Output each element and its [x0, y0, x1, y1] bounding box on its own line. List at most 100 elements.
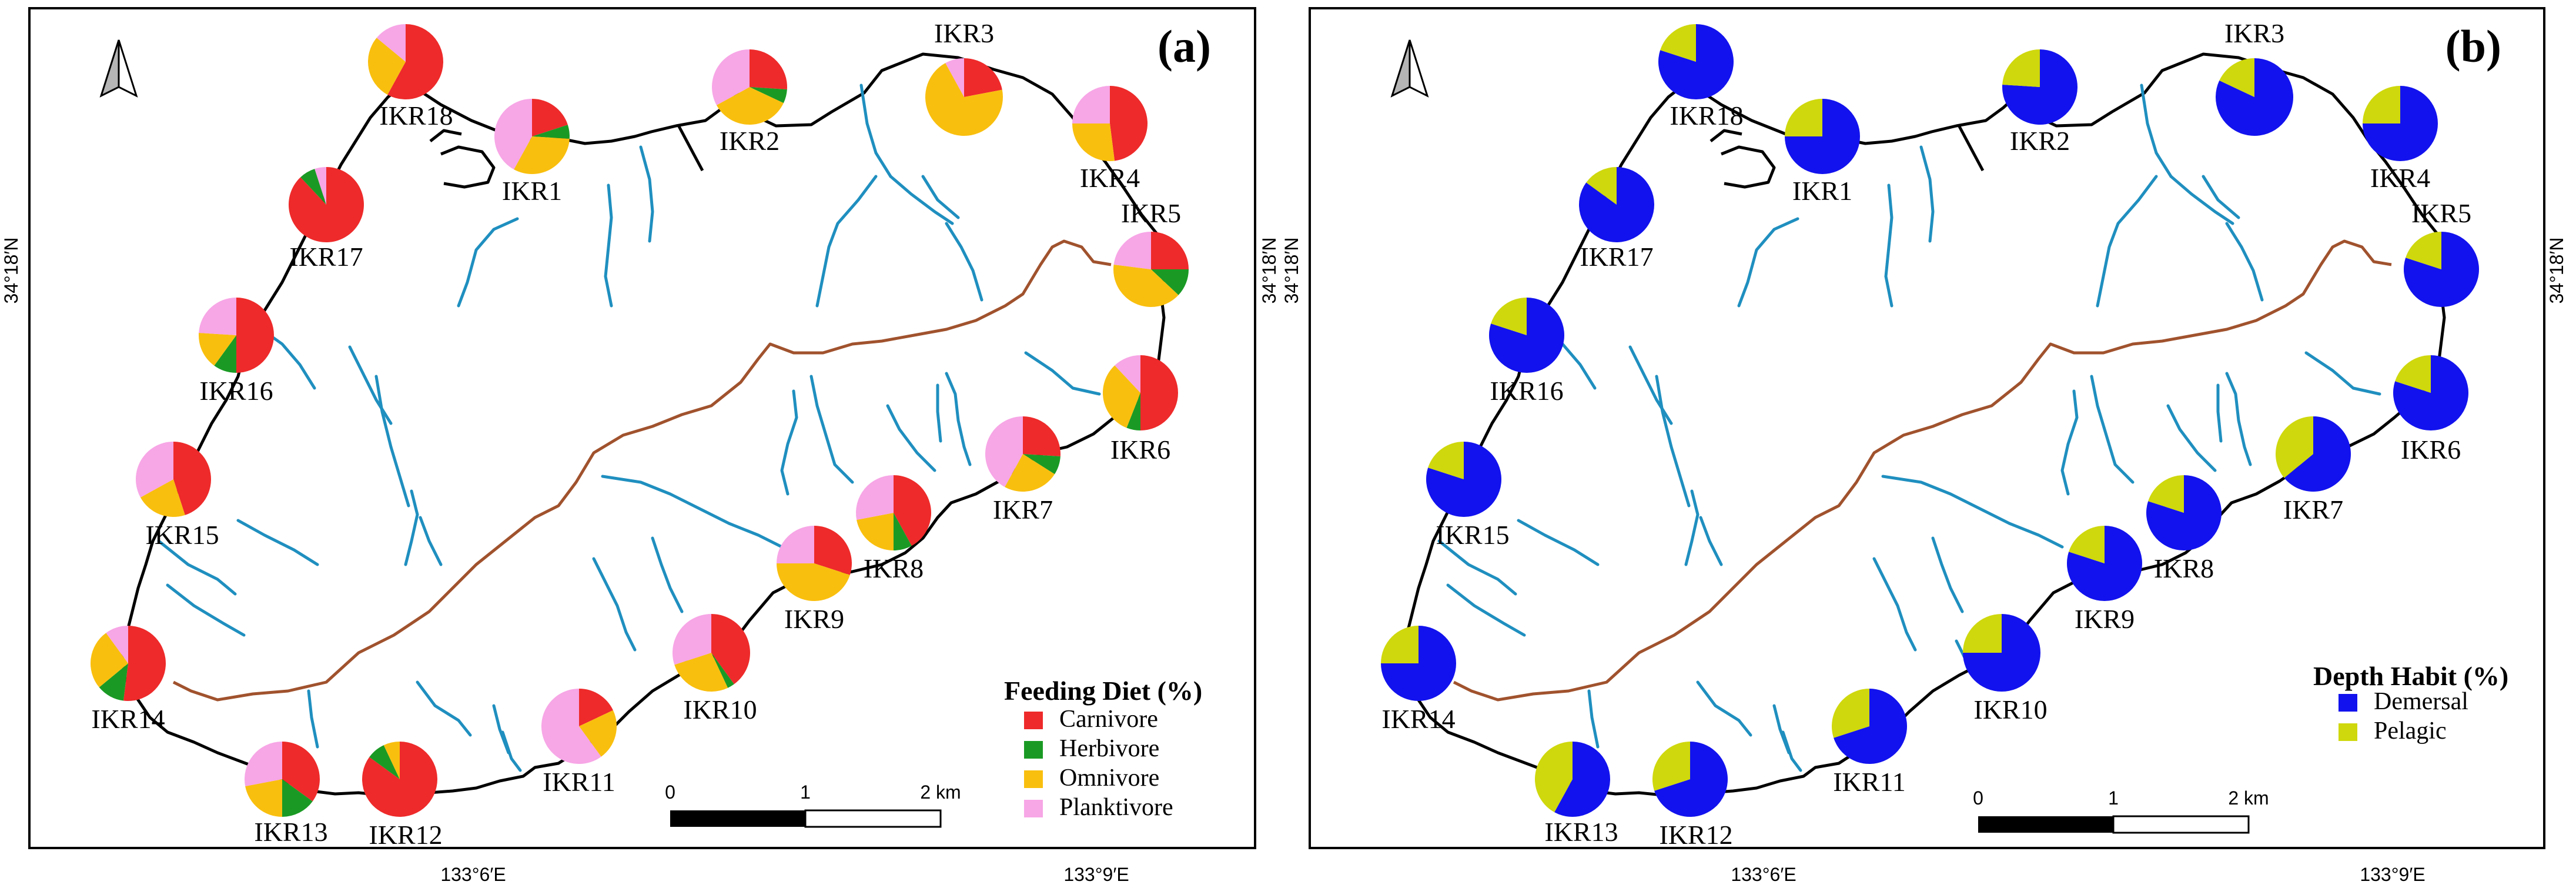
legend-label-pelagic: Pelagic	[2374, 717, 2447, 745]
legend-swatch-planktivore	[1024, 800, 1043, 817]
pie-slice-ikr2-herbivore	[750, 87, 787, 104]
scale-label-0: 0	[1973, 787, 1983, 809]
site-label-ikr16: IKR16	[1490, 376, 1563, 406]
panel-a-letter: (a)	[1157, 21, 1211, 72]
site-label-ikr11: IKR11	[543, 767, 615, 797]
pie-slice-ikr6-pelagic	[2395, 355, 2431, 393]
pie-slice-ikr15-planktivore	[136, 442, 173, 498]
legend-title: Depth Habit (%)	[2313, 661, 2508, 691]
pie-slice-ikr13-pelagic	[1535, 742, 1573, 813]
pie-slice-ikr4-omnivore	[1072, 123, 1115, 161]
pie-slice-ikr13-demersal	[1554, 742, 1610, 817]
pie-slice-ikr8-omnivore	[857, 513, 894, 550]
pie-slice-ikr11-demersal	[1834, 689, 1907, 764]
pie-slice-ikr2-pelagic	[2002, 49, 2040, 87]
pie-slice-ikr16-carnivore	[236, 298, 274, 373]
pie-slice-ikr6-omnivore	[1103, 365, 1140, 428]
lat-label-left: 34°18′N	[1, 237, 22, 303]
legend-label-demersal: Demersal	[2374, 688, 2468, 715]
site-label-ikr5: IKR5	[1121, 198, 1181, 228]
pie-slice-ikr11-planktivore	[541, 689, 601, 764]
pie-slice-ikr8-herbivore	[894, 513, 912, 550]
pie-slice-ikr1-planktivore	[494, 99, 532, 170]
pie-slice-ikr10-planktivore	[673, 614, 711, 665]
pie-slice-ikr15-carnivore	[173, 442, 211, 515]
legend-label-carnivore: Carnivore	[1059, 706, 1158, 733]
pie-slice-ikr7-herbivore	[1023, 454, 1060, 475]
pie-slice-ikr11-pelagic	[1832, 689, 1869, 738]
legend-label-planktivore: Planktivore	[1059, 794, 1173, 821]
legend-label-herbivore: Herbivore	[1059, 735, 1159, 762]
site-label-ikr18: IKR18	[379, 101, 453, 131]
pie-slice-ikr3-omnivore	[925, 63, 1003, 136]
pie-slice-ikr5-pelagic	[2406, 232, 2441, 269]
pie-slice-ikr2-carnivore	[750, 49, 787, 90]
site-label-ikr1: IKR1	[502, 176, 562, 206]
scale-label-0: 0	[665, 782, 675, 803]
pie-slice-ikr16-omnivore	[199, 332, 236, 366]
lon-label-west: 133°6′E	[1731, 864, 1796, 885]
site-label-ikr10: IKR10	[683, 695, 757, 725]
pie-slice-ikr1-herbivore	[532, 125, 570, 139]
pie-slice-ikr14-omnivore	[90, 633, 128, 687]
pie-slice-ikr5-carnivore	[1151, 232, 1189, 269]
pie-slice-ikr2-omnivore	[716, 87, 784, 125]
scale-label-2: 2 km	[920, 782, 961, 803]
site-label-ikr14: IKR14	[91, 704, 165, 734]
site-label-ikr6: IKR6	[2401, 435, 2461, 465]
pie-slice-ikr16-planktivore	[199, 298, 236, 335]
site-label-ikr10: IKR10	[1973, 695, 2047, 725]
pie-slice-ikr7-carnivore	[1023, 416, 1060, 457]
site-label-ikr17: IKR17	[289, 242, 363, 272]
pie-slice-ikr13-omnivore	[245, 779, 282, 817]
lon-label-east: 133°9′E	[1063, 864, 1129, 885]
site-label-ikr2: IKR2	[2010, 126, 2070, 156]
pie-slice-ikr17-herbivore	[300, 169, 326, 205]
site-label-ikr13: IKR13	[1544, 817, 1618, 847]
site-label-ikr2: IKR2	[720, 126, 780, 156]
pie-slice-ikr18-carnivore	[387, 24, 443, 99]
pie-slice-ikr12-pelagic	[1652, 742, 1690, 791]
site-label-ikr5: IKR5	[2411, 198, 2471, 228]
site-label-ikr4: IKR4	[1080, 163, 1140, 193]
panel-a: (a) IKR1IKR2IKR3IKR4IKR5IKR6IKR7IKR8IKR9…	[1, 7, 1280, 885]
scale-label-1: 1	[2108, 787, 2119, 809]
lat-label-left: 34°18′N	[1281, 237, 1302, 303]
site-label-ikr13: IKR13	[254, 817, 327, 847]
site-label-ikr17: IKR17	[1580, 242, 1653, 272]
pie-slice-ikr10-carnivore	[711, 614, 751, 685]
panel-a-legend: Feeding Diet (%) CarnivoreHerbivoreOmniv…	[1004, 676, 1202, 821]
site-label-ikr9: IKR9	[784, 604, 844, 634]
pie-slice-ikr8-planktivore	[856, 475, 894, 520]
pie-slice-ikr1-carnivore	[532, 99, 568, 136]
pie-slice-ikr12-demersal	[1654, 742, 1728, 817]
legend-label-omnivore: Omnivore	[1059, 765, 1159, 792]
pie-slice-ikr16-pelagic	[1491, 298, 1527, 335]
pie-slice-ikr3-planktivore	[945, 58, 964, 97]
legend-swatch-pelagic	[2339, 723, 2357, 741]
pie-slice-ikr3-carnivore	[964, 58, 1002, 97]
site-label-ikr4: IKR4	[2370, 163, 2430, 193]
site-label-ikr15: IKR15	[1436, 520, 1509, 550]
site-label-ikr16: IKR16	[199, 376, 273, 406]
pie-slice-ikr17-planktivore	[315, 167, 326, 205]
pie-slice-ikr1-pelagic	[1785, 99, 1822, 136]
pie-slice-ikr5-herbivore	[1151, 269, 1189, 295]
site-label-ikr7: IKR7	[2283, 495, 2343, 525]
pie-slice-ikr6-carnivore	[1140, 355, 1178, 430]
legend-swatch-herbivore	[1024, 741, 1043, 759]
panel-a-scale-bar: 0 1 2 km	[665, 782, 961, 828]
pie-slice-ikr11-omnivore	[579, 710, 617, 757]
pie-slice-ikr17-pelagic	[1586, 167, 1617, 205]
pie-slice-ikr10-omnivore	[674, 653, 728, 692]
pie-slice-ikr7-planktivore	[985, 416, 1023, 488]
pie-slice-ikr10-pelagic	[1963, 614, 2002, 653]
scale-label-1: 1	[800, 782, 811, 803]
lat-label-right: 34°18′N	[2546, 237, 2567, 303]
panel-b-scale-bar: 0 1 2 km	[1973, 787, 2269, 834]
panel-b-letter: (b)	[2445, 21, 2501, 72]
pie-slice-ikr4-pelagic	[2363, 86, 2400, 123]
pie-slice-ikr18-omnivore	[368, 38, 406, 95]
